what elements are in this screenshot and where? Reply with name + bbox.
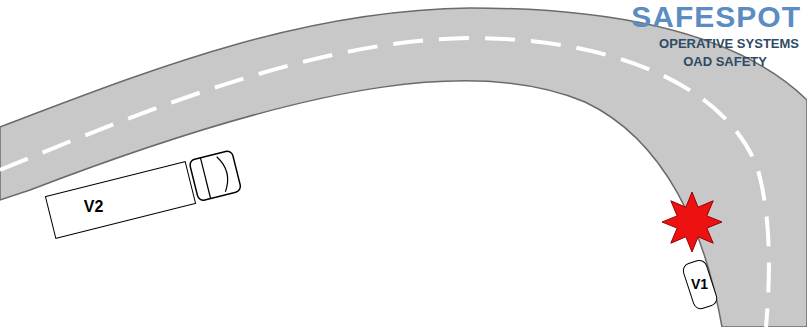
vehicle-label: V2 — [84, 198, 104, 216]
road — [0, 8, 807, 327]
truck-cab — [189, 150, 242, 201]
logo-subtitle: OAD SAFETY — [683, 54, 767, 69]
logo-subtitle: OPERATIVE SYSTEMS — [659, 36, 799, 51]
crash-star — [662, 192, 722, 252]
vehicle-label: V1 — [691, 277, 708, 293]
logo-title: SAFESPOT — [631, 0, 801, 34]
lane-marking — [0, 38, 769, 327]
